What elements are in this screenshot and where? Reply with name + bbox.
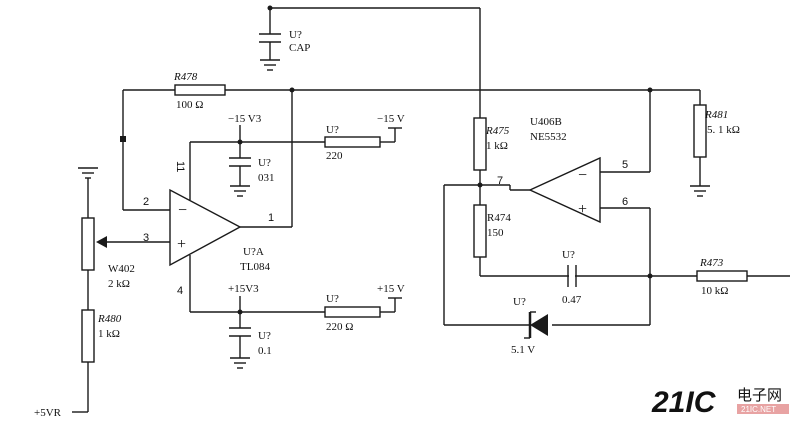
- ground-icon: [260, 59, 280, 71]
- opamp-a-pin-vpos: 4: [177, 285, 183, 297]
- watermark-url: 21IC.NET: [741, 405, 776, 414]
- minus-sign: −: [578, 167, 587, 184]
- r473-body: [696, 270, 748, 282]
- pot-w402: W402 2 kΩ R480 1 kΩ +5VR: [34, 167, 170, 419]
- r478-network: R478 100 Ω: [120, 71, 700, 211]
- r478-value: 100 Ω: [176, 99, 203, 111]
- watermark-brand: 21IC: [651, 386, 717, 419]
- r-pos-body: [324, 306, 381, 318]
- opamp-b-pin-noninv: 6: [622, 196, 628, 208]
- r481-value: 5. 1 kΩ: [707, 124, 740, 136]
- w402-ref: W402: [108, 263, 135, 275]
- r-pos: U? 220 Ω +15 V: [324, 283, 405, 333]
- c-pos: +15V3 U? 0.1: [228, 283, 272, 369]
- c-fb-ref: U?: [562, 249, 575, 261]
- net-neg15v: −15 V: [377, 113, 405, 125]
- wiper-arrow-icon: [96, 236, 107, 248]
- w402-value: 2 kΩ: [108, 278, 130, 290]
- opamp-b-pin-out: 7: [497, 175, 503, 187]
- r-neg-value: 220: [326, 150, 343, 162]
- ground-icon: [230, 357, 250, 369]
- c-pos-value: 0.1: [258, 345, 272, 357]
- opamp-b-pin-inv: 5: [622, 159, 628, 171]
- opamp-a-part: TL084: [240, 261, 270, 273]
- zener-diode-icon: [530, 314, 548, 336]
- r481-ref: R481: [704, 109, 728, 121]
- r475-body: [473, 117, 487, 171]
- ground-icon: [690, 185, 710, 197]
- r480-value: 1 kΩ: [98, 328, 120, 340]
- cap-top-value: CAP: [289, 42, 310, 54]
- c-neg-value: 031: [258, 172, 275, 184]
- r478-body: [174, 84, 226, 96]
- ground-icon: [230, 185, 250, 197]
- r481: R481 5. 1 kΩ: [690, 90, 740, 197]
- cap-top: U? CAP: [259, 5, 481, 118]
- r-pos-ref: U?: [326, 293, 339, 305]
- ground-icon: [78, 167, 98, 179]
- net-neg15v3: −15 V3: [228, 113, 262, 125]
- opamp-a-pin-vneg: 11: [174, 161, 186, 172]
- zener-loop: U? 5.1 V: [443, 185, 650, 356]
- c-neg-ref: U?: [258, 157, 271, 169]
- r480-ref: R480: [97, 313, 122, 325]
- watermark-logo: 21IC 电子网 21IC.NET: [651, 386, 789, 419]
- r475-value: 1 kΩ: [486, 140, 508, 152]
- opamp-a-pin-out: 1: [268, 212, 274, 224]
- r475-r474: R475 1 kΩ R474 150: [473, 117, 650, 277]
- c-neg: −15 V3 U? 031: [228, 113, 275, 197]
- r-neg: U? 220 −15 V: [324, 113, 405, 162]
- net-pos15v3: +15V3: [228, 283, 259, 295]
- plus-sign: +: [578, 201, 587, 218]
- r473-value: 10 kΩ: [701, 285, 728, 297]
- opamp-a-pin-noninv: 3: [143, 232, 149, 244]
- zener-value: 5.1 V: [511, 344, 535, 356]
- r474-body: [473, 204, 487, 258]
- watermark-cn: 电子网: [737, 386, 782, 404]
- opamp-b-part: NE5532: [530, 131, 567, 143]
- opamp-b-ref: U406B: [530, 116, 562, 128]
- opamp-a: − + 2 3 1 11 4 U?A TL084: [143, 90, 325, 315]
- opamp-b: − + U406B NE5532 5 6 7: [444, 90, 653, 325]
- opamp-a-ref: U?A: [243, 246, 264, 258]
- r480-body: [81, 309, 95, 363]
- r473-ref: R473: [699, 257, 724, 269]
- r475-ref: R475: [485, 125, 510, 137]
- opamp-a-pin-inv: 2: [143, 196, 149, 208]
- r478-ref: R478: [173, 71, 198, 83]
- c-fb: U? 0.47: [562, 249, 582, 306]
- w402-body: [81, 217, 95, 271]
- plus-sign: +: [177, 236, 186, 253]
- minus-sign: −: [178, 202, 187, 219]
- r-neg-ref: U?: [326, 124, 339, 136]
- zener-ref: U?: [513, 296, 526, 308]
- net-pos15v: +15 V: [377, 283, 405, 295]
- r-neg-body: [324, 136, 381, 148]
- r474-ref: R474: [487, 212, 511, 224]
- r474-value: 150: [487, 227, 504, 239]
- cap-top-ref: U?: [289, 29, 302, 41]
- r473: R473 10 kΩ: [650, 257, 790, 297]
- c-pos-ref: U?: [258, 330, 271, 342]
- net-pos5vr: +5VR: [34, 407, 62, 419]
- c-fb-value: 0.47: [562, 294, 582, 306]
- r-pos-value: 220 Ω: [326, 321, 353, 333]
